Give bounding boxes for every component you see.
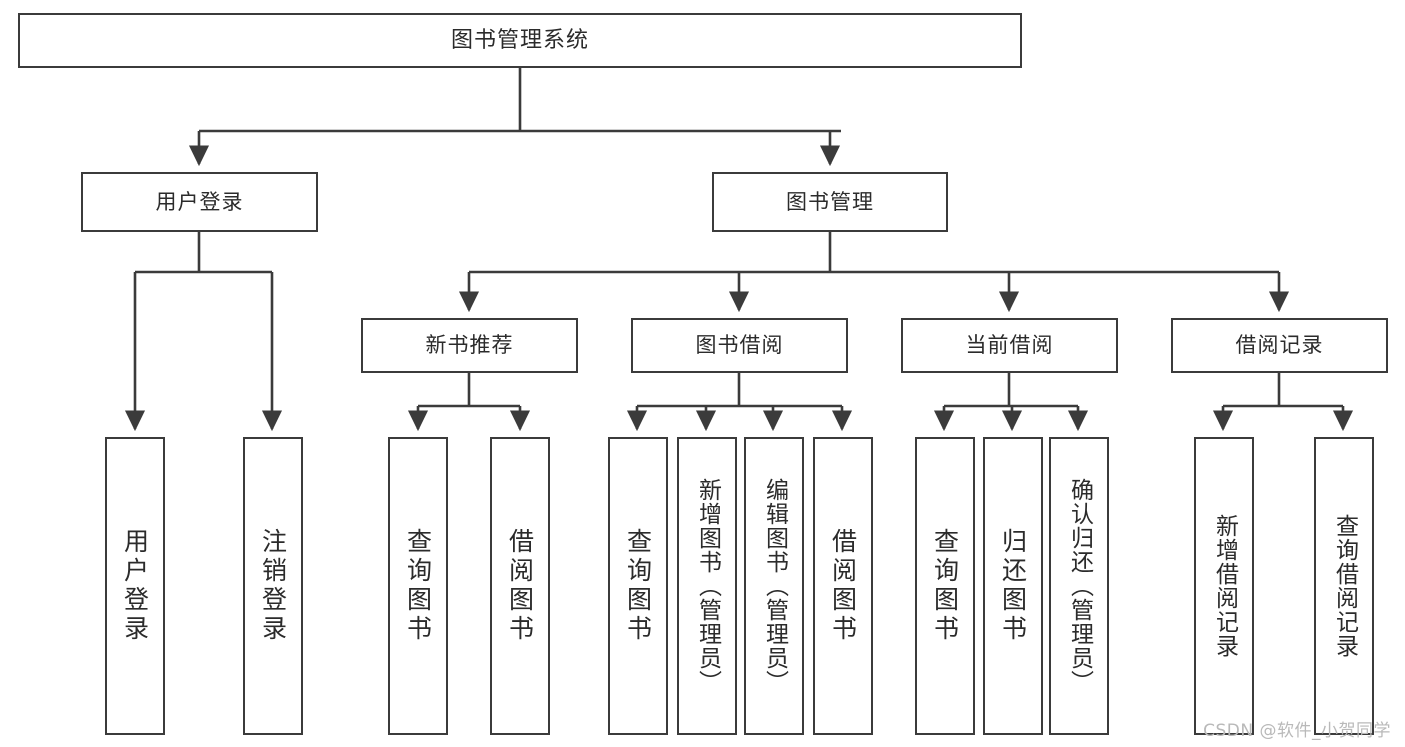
- node-label: 图书管理: [786, 189, 874, 214]
- leaf-borrow-record-query[interactable]: 查询借阅记录: [1314, 437, 1374, 735]
- node-label: 归还图书: [998, 528, 1028, 644]
- node-borrow-record[interactable]: 借阅记录: [1171, 318, 1388, 373]
- node-current-borrow[interactable]: 当前借阅: [901, 318, 1118, 373]
- node-label: 图书借阅: [695, 333, 784, 358]
- node-label: 查询借阅记录: [1331, 514, 1358, 658]
- leaf-new-book-query[interactable]: 查询图书: [388, 437, 448, 735]
- leaf-book-borrow-add[interactable]: 新增图书（管理员）: [677, 437, 737, 735]
- csdn-watermark: CSDN @软件_小贺同学: [1203, 721, 1391, 741]
- node-label: 借阅记录: [1235, 333, 1324, 358]
- node-root-book-management-system[interactable]: 图书管理系统: [18, 13, 1022, 68]
- leaf-current-borrow-query[interactable]: 查询图书: [915, 437, 975, 735]
- node-user-login[interactable]: 用户登录: [81, 172, 318, 232]
- node-label: 注销登录: [258, 528, 288, 644]
- node-label: 图书管理系统: [450, 27, 589, 53]
- node-label: 当前借阅: [965, 333, 1054, 358]
- node-label: 用户登录: [155, 189, 244, 214]
- leaf-user-login-logout[interactable]: 注销登录: [243, 437, 303, 735]
- node-label: 查询图书: [403, 528, 433, 644]
- leaf-current-borrow-return[interactable]: 归还图书: [983, 437, 1043, 735]
- node-label: 借阅图书: [505, 528, 535, 644]
- node-label: 新增借阅记录: [1211, 514, 1238, 658]
- node-label: 查询图书: [930, 528, 960, 644]
- leaf-book-borrow-query[interactable]: 查询图书: [608, 437, 668, 735]
- leaf-new-book-borrow[interactable]: 借阅图书: [490, 437, 550, 735]
- node-book-management[interactable]: 图书管理: [712, 172, 948, 232]
- node-label: 借阅图书: [828, 528, 858, 644]
- node-label: 查询图书: [623, 528, 653, 644]
- leaf-book-borrow-borrow[interactable]: 借阅图书: [813, 437, 873, 735]
- leaf-current-borrow-confirm-return[interactable]: 确认归还（管理员）: [1049, 437, 1109, 735]
- node-label: 用户登录: [120, 528, 150, 644]
- node-label: 编辑图书（管理员）: [761, 478, 788, 694]
- node-new-book-recommend[interactable]: 新书推荐: [361, 318, 578, 373]
- leaf-borrow-record-add[interactable]: 新增借阅记录: [1194, 437, 1254, 735]
- node-label: 新书推荐: [425, 333, 514, 358]
- node-label: 新增图书（管理员）: [694, 478, 721, 694]
- leaf-user-login-login[interactable]: 用户登录: [105, 437, 165, 735]
- node-label: 确认归还（管理员）: [1066, 478, 1093, 694]
- leaf-book-borrow-edit[interactable]: 编辑图书（管理员）: [744, 437, 804, 735]
- node-book-borrow[interactable]: 图书借阅: [631, 318, 848, 373]
